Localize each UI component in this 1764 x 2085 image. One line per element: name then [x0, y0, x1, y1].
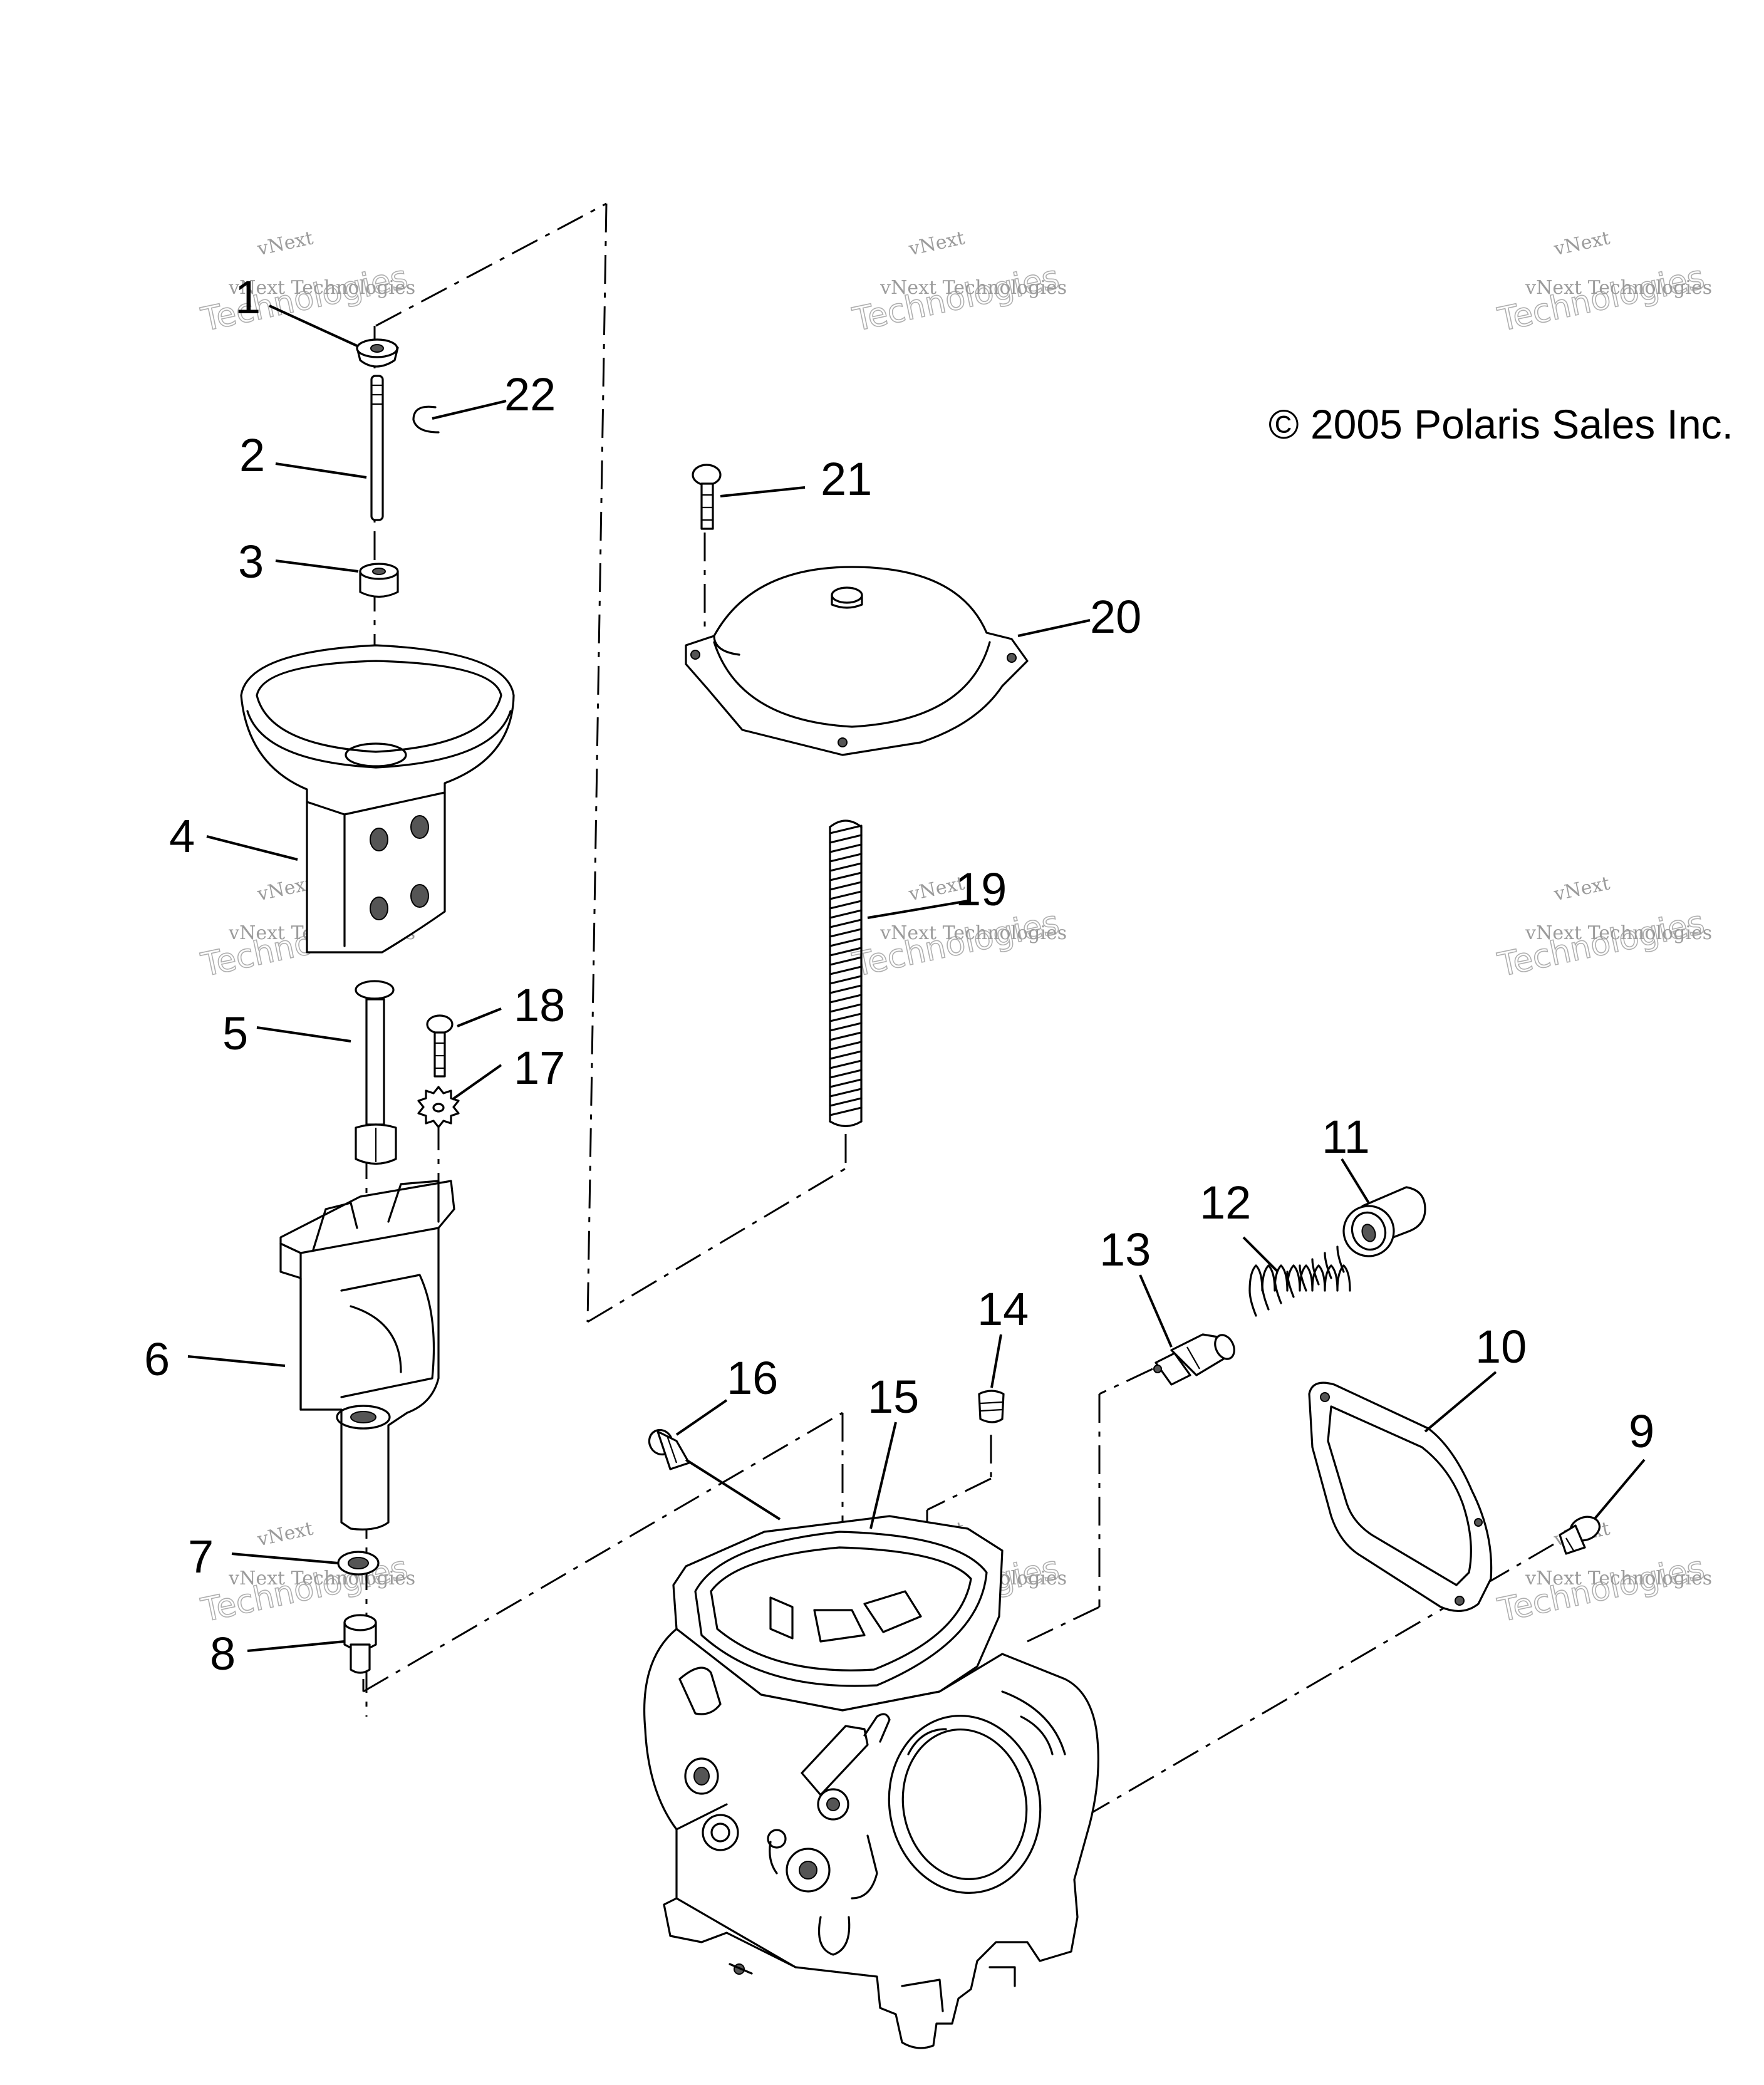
- part-20-top-cover: [685, 566, 1029, 756]
- watermark: vNext vNext Technologies Technologies: [849, 227, 1067, 340]
- callout-12: 12: [1200, 1177, 1251, 1229]
- part-22-e-clip: [412, 405, 440, 434]
- watermark: vNext vNext Technologies Technologies: [1494, 872, 1712, 985]
- part-12-spring: [1248, 1245, 1351, 1317]
- part-16-fitting: [648, 1428, 690, 1470]
- svg-text:Technologies: Technologies: [1495, 1549, 1708, 1630]
- part-10-gasket: [1308, 1381, 1493, 1613]
- callout-4: 4: [169, 810, 195, 862]
- part-9-screw: [1559, 1516, 1601, 1555]
- copyright-notice: © 2005 Polaris Sales Inc.: [1269, 401, 1733, 447]
- part-17-lock-washer: [417, 1086, 460, 1128]
- callout-5: 5: [222, 1007, 248, 1059]
- svg-text:vNext: vNext: [255, 227, 315, 260]
- svg-text:vNext Technologies: vNext Technologies: [1525, 922, 1712, 944]
- part-6-slide-holder: [279, 1180, 455, 1531]
- svg-text:Technologies: Technologies: [1495, 904, 1708, 984]
- callouts: 1 2 3 4 5 6 7 8 9 10 11 12 13 14 15 16 1…: [144, 271, 1654, 1680]
- callout-13: 13: [1099, 1224, 1151, 1276]
- callout-22: 22: [504, 368, 556, 420]
- part-8-main-jet: [343, 1614, 377, 1674]
- part-1-nut: [356, 338, 399, 368]
- svg-text:Technologies: Technologies: [1495, 259, 1708, 339]
- part-15-carburetor-body: [643, 1515, 1099, 2049]
- part-21-screw: [692, 464, 722, 530]
- watermark: vNext vNext Technologies Technologies: [197, 227, 415, 340]
- part-3-spacer: [359, 563, 399, 598]
- svg-text:vNext: vNext: [906, 227, 967, 260]
- callout-6: 6: [144, 1333, 170, 1385]
- part-11-cap: [1342, 1186, 1426, 1257]
- svg-text:vNext Technologies: vNext Technologies: [228, 277, 415, 299]
- svg-text:vNext Technologies: vNext Technologies: [228, 1568, 415, 1589]
- svg-text:Technologies: Technologies: [198, 259, 411, 339]
- callout-21: 21: [821, 453, 872, 505]
- svg-text:vNext: vNext: [1552, 872, 1612, 905]
- callout-17: 17: [514, 1042, 565, 1094]
- leader-lines: [187, 304, 1646, 1652]
- part-19-spring: [829, 819, 863, 1128]
- svg-text:vNext Technologies: vNext Technologies: [879, 277, 1067, 299]
- callout-8: 8: [210, 1628, 236, 1680]
- callout-9: 9: [1629, 1405, 1654, 1457]
- part-18-screw: [426, 1014, 454, 1078]
- svg-text:Technologies: Technologies: [849, 259, 1062, 339]
- callout-7: 7: [188, 1531, 214, 1583]
- callout-18: 18: [514, 979, 565, 1031]
- svg-text:vNext Technologies: vNext Technologies: [1525, 277, 1712, 299]
- callout-3: 3: [238, 536, 264, 588]
- svg-text:vNext Technologies: vNext Technologies: [879, 922, 1067, 944]
- callout-10: 10: [1475, 1321, 1527, 1373]
- svg-text:vNext: vNext: [255, 1517, 315, 1551]
- callout-2: 2: [239, 429, 265, 481]
- callout-19: 19: [955, 863, 1007, 915]
- part-4-diaphragm-slide: [240, 644, 515, 954]
- callout-16: 16: [727, 1352, 778, 1404]
- callout-11: 11: [1322, 1111, 1370, 1163]
- callout-20: 20: [1090, 591, 1141, 643]
- watermark: vNext vNext Technologies Technologies: [1494, 227, 1712, 340]
- part-14-pilot-screw: [978, 1390, 1005, 1423]
- svg-text:vNext Technologies: vNext Technologies: [1525, 1568, 1712, 1589]
- part-13-plunger: [1153, 1333, 1235, 1386]
- callout-1: 1: [235, 271, 261, 323]
- svg-text:vNext: vNext: [1552, 227, 1612, 260]
- part-5-needle-jet: [355, 980, 397, 1165]
- part-7-o-ring: [337, 1551, 380, 1576]
- callout-15: 15: [868, 1371, 919, 1423]
- callout-14: 14: [977, 1283, 1029, 1335]
- part-2-jet-needle: [370, 375, 384, 521]
- watermark: vNext vNext Technologies Technologies: [1494, 1517, 1712, 1630]
